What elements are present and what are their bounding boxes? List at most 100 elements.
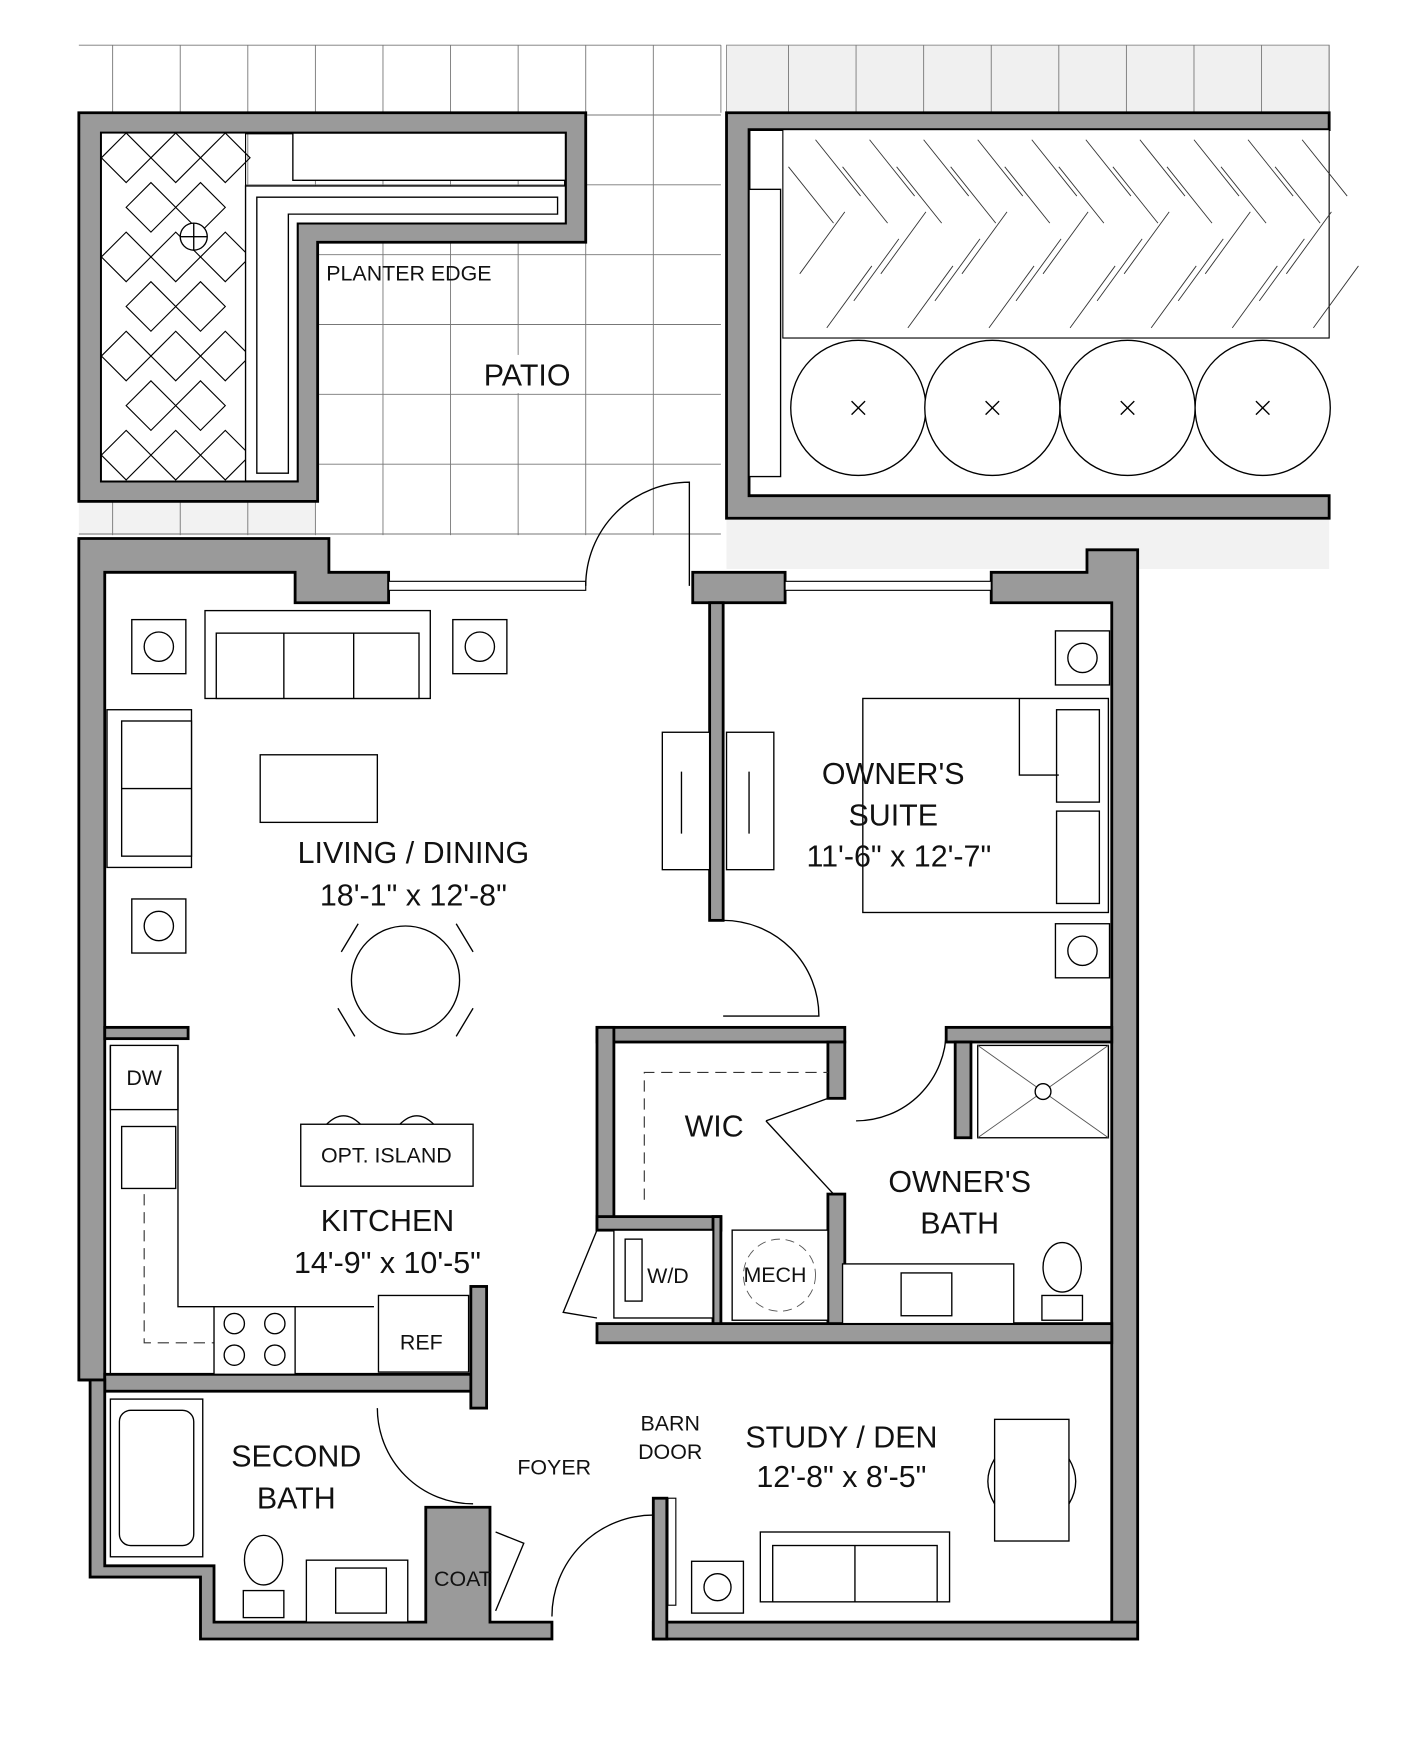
entry-door[interactable] bbox=[551, 1514, 654, 1617]
diamond-tile bbox=[100, 231, 152, 283]
bath-door[interactable] bbox=[856, 1030, 947, 1122]
hatch-line bbox=[1220, 166, 1267, 224]
diamond-tile bbox=[150, 330, 202, 382]
lamp-table-icon bbox=[131, 618, 187, 675]
hatch-line bbox=[1069, 265, 1116, 329]
bathtub bbox=[109, 1398, 204, 1558]
diamond-tile bbox=[174, 380, 227, 432]
shrub-icon bbox=[1059, 339, 1196, 477]
suite-door[interactable] bbox=[723, 919, 820, 1017]
diamond-tile bbox=[125, 380, 177, 432]
coat-label: COAT bbox=[434, 1567, 492, 1591]
wic-door[interactable] bbox=[765, 1097, 835, 1195]
hatch-line bbox=[1258, 238, 1305, 302]
hatch-line bbox=[853, 238, 900, 302]
shrub-icon bbox=[924, 339, 1061, 477]
wd-door[interactable] bbox=[562, 1229, 598, 1319]
right-planter-wall bbox=[725, 111, 1331, 520]
toilet bbox=[242, 1534, 285, 1619]
hatch-line bbox=[1231, 265, 1278, 329]
tv-console bbox=[661, 731, 775, 871]
dishwasher bbox=[109, 1044, 179, 1111]
sink bbox=[900, 1272, 953, 1317]
hatch-line bbox=[1031, 139, 1078, 197]
planter-hatch-pattern bbox=[788, 139, 1359, 329]
toilet bbox=[1041, 1241, 1084, 1321]
lower-gravel-strip bbox=[726, 518, 1330, 569]
barn-door[interactable] bbox=[667, 1497, 677, 1606]
suite-name-2: SUITE bbox=[848, 799, 938, 833]
hatch-line bbox=[842, 166, 888, 224]
hatch-line bbox=[1015, 238, 1062, 302]
hatch-line bbox=[907, 265, 954, 329]
lamp-table-icon bbox=[690, 1560, 745, 1614]
left-gravel-strip bbox=[78, 501, 316, 536]
hatch-line bbox=[950, 166, 997, 224]
hatch-line bbox=[826, 265, 873, 329]
window bbox=[784, 580, 992, 591]
diamond-tile bbox=[199, 231, 251, 283]
foyer-label: FOYER bbox=[517, 1456, 591, 1480]
bath-name-2: BATH bbox=[920, 1207, 999, 1241]
diamond-tile bbox=[199, 429, 251, 481]
planter-edge-bed bbox=[244, 185, 567, 482]
bed bbox=[862, 697, 1110, 914]
suite-dims: 11'-6" x 12'-7" bbox=[806, 839, 991, 873]
sofa bbox=[759, 1531, 951, 1603]
patio-door[interactable] bbox=[585, 481, 691, 586]
bath-name-1: OWNER'S bbox=[888, 1165, 1031, 1199]
exterior-landscape: PLANTER EDGE PATIO bbox=[77, 44, 1359, 569]
diamond-tile bbox=[125, 181, 177, 233]
nightstand-icon bbox=[1054, 923, 1111, 979]
kitchen-sink bbox=[120, 1125, 177, 1190]
barn-door-1: BARN bbox=[640, 1412, 699, 1436]
diamond-tile bbox=[199, 132, 251, 184]
diamond-tile bbox=[100, 429, 152, 481]
desk bbox=[987, 1418, 1077, 1542]
shrub-icon bbox=[1194, 339, 1331, 477]
island-label: OPT. ISLAND bbox=[321, 1144, 452, 1168]
hatch-line bbox=[1177, 238, 1224, 302]
hatch-line bbox=[1096, 238, 1143, 302]
range bbox=[213, 1306, 296, 1375]
hatch-line bbox=[1004, 166, 1051, 224]
diamond-tile bbox=[100, 330, 152, 382]
lamp-table-icon bbox=[131, 898, 187, 954]
coat-door[interactable] bbox=[494, 1531, 525, 1612]
kitchen-name: KITCHEN bbox=[321, 1204, 454, 1238]
hatch-line bbox=[934, 238, 981, 302]
kitchen-dims: 14'-9" x 10'-5" bbox=[294, 1246, 481, 1280]
planter-edge-label: PLANTER EDGE bbox=[326, 262, 491, 286]
lamp-table-icon bbox=[452, 618, 508, 675]
barn-door-2: DOOR bbox=[638, 1440, 702, 1464]
hatch-line bbox=[799, 211, 846, 275]
right-paver-strip bbox=[726, 44, 1330, 114]
hatch-line bbox=[815, 139, 861, 197]
island bbox=[300, 1123, 474, 1187]
second-bath-2: BATH bbox=[257, 1481, 336, 1515]
diamond-tile bbox=[150, 132, 202, 184]
study-dims: 12'-8" x 8'-5" bbox=[756, 1460, 926, 1494]
hatch-line bbox=[1285, 211, 1332, 275]
hatch-line bbox=[1166, 166, 1213, 224]
hatch-line bbox=[1204, 211, 1251, 275]
diamond-tile bbox=[100, 132, 152, 184]
dw-label: DW bbox=[126, 1066, 162, 1090]
openings bbox=[376, 481, 992, 1617]
diamond-tile bbox=[199, 330, 251, 382]
ref-label: REF bbox=[400, 1331, 443, 1355]
wic-name: WIC bbox=[685, 1110, 744, 1144]
left-planter-bed bbox=[100, 132, 247, 482]
second-bath-door[interactable] bbox=[376, 1408, 474, 1505]
sofa bbox=[204, 609, 431, 700]
mech-unit bbox=[731, 1229, 829, 1321]
hatch-line bbox=[896, 166, 943, 224]
hatch-line bbox=[1139, 139, 1186, 197]
hatch-line bbox=[1247, 139, 1294, 197]
hatch-line bbox=[1123, 211, 1170, 275]
hatch-line bbox=[880, 211, 927, 275]
refrigerator bbox=[377, 1294, 470, 1373]
shrub-icon bbox=[790, 339, 927, 477]
wic-shelf bbox=[643, 1071, 828, 1200]
hatch-line bbox=[1058, 166, 1105, 224]
